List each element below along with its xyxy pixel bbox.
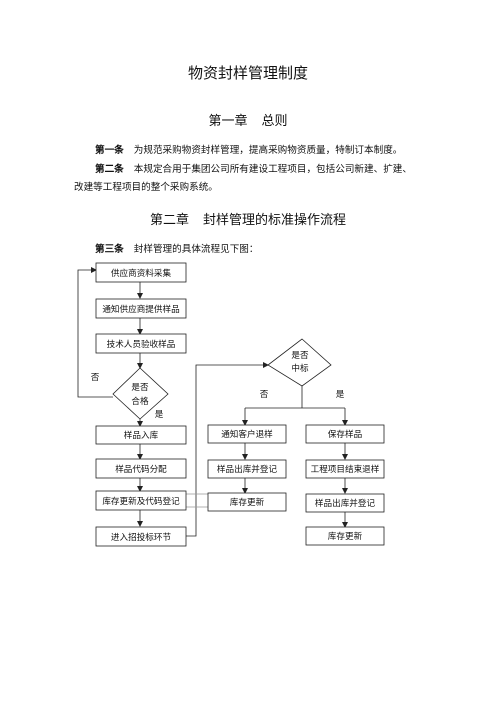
step-notify-supplier: 通知供应商提供样品: [95, 298, 187, 319]
label-yes-right: 是: [336, 389, 345, 400]
step-supplier-data: 供应商资料采集: [95, 262, 187, 283]
arrow-b7-d2: [186, 362, 269, 537]
article-2: 第二条本规定合用于集团公司所有建设工程项目，包括公司新建、扩建、: [95, 163, 412, 177]
step-notify-return: 通知客户退样: [207, 424, 287, 444]
arrow-no-loop: [77, 267, 113, 398]
step-outbound-register-left: 样品出库并登记: [207, 459, 287, 479]
step-project-end-return: 工程项目结束退样: [305, 459, 385, 479]
decision-qualified: 是否 合格: [112, 367, 169, 420]
step-bidding: 进入招投标环节: [95, 526, 187, 547]
step-keep-sample: 保存样品: [305, 424, 385, 444]
chapter-2-heading: 第二章封样管理的标准操作流程: [0, 209, 496, 228]
chapter-2-number: 第二章: [149, 213, 189, 228]
step-code-assignment: 样品代码分配: [95, 458, 187, 479]
step-inventory-update-register: 库存更新及代码登记: [95, 490, 187, 511]
step-code-assignment-label: 样品代码分配: [115, 463, 167, 475]
article-1: 第一条为规范采购物资封样管理，提高采购物资质量，特制订本制度。: [95, 144, 402, 158]
step-notify-return-label: 通知客户退样: [221, 428, 273, 440]
page-title: 物资封样管理制度: [187, 64, 308, 82]
article-2-line-1: 本规定合用于集团公司所有建设工程项目，包括公司新建、扩建、: [133, 164, 412, 175]
decision-win-bid: 是否 中标: [267, 338, 332, 387]
step-outbound-register-right-label: 样品出库并登记: [315, 497, 376, 509]
step-inventory-update-left: 库存更新: [207, 492, 287, 512]
step-inspect-sample: 技术人员验收样品: [95, 333, 187, 354]
step-inventory-update-right: 库存更新: [305, 526, 385, 546]
decision-qualified-line-2: 合格: [131, 395, 149, 407]
step-outbound-register-right: 样品出库并登记: [305, 493, 385, 513]
article-2-label: 第二条: [95, 164, 124, 175]
decision-qualified-line-1: 是否: [131, 382, 149, 393]
decision-win-bid-line-2: 中标: [291, 362, 309, 374]
step-outbound-register-left-label: 样品出库并登记: [217, 463, 278, 475]
step-sample-storage-label: 样品入库: [124, 429, 159, 441]
label-no-left: 否: [91, 372, 100, 383]
label-no-right: 否: [260, 389, 269, 400]
article-3: 第三条封样管理的具体流程见下图：: [95, 243, 259, 257]
step-inventory-update-right-label: 库存更新: [328, 530, 363, 542]
article-1-label: 第一条: [95, 145, 124, 156]
article-3-label: 第三条: [95, 244, 124, 255]
decision-win-bid-line-1: 是否: [291, 350, 309, 361]
step-notify-supplier-label: 通知供应商提供样品: [102, 303, 179, 315]
article-2-continued: 改建等工程项目的整个采购系统。: [74, 182, 218, 193]
step-inspect-sample-label: 技术人员验收样品: [107, 338, 176, 350]
step-sample-storage: 样品入库: [95, 425, 187, 445]
step-supplier-data-label: 供应商资料采集: [111, 267, 172, 279]
chapter-1-heading: 第一章总则: [0, 110, 496, 129]
label-yes-left: 是: [155, 409, 164, 420]
article-3-text: 封样管理的具体流程见下图：: [133, 244, 259, 255]
chapter-1-number: 第一章: [208, 114, 248, 129]
chapter-1-name: 总则: [261, 114, 288, 129]
step-project-end-return-label: 工程项目结束退样: [311, 463, 380, 475]
step-keep-sample-label: 保存样品: [328, 428, 362, 440]
step-inventory-update-register-label: 库存更新及代码登记: [102, 495, 180, 507]
chapter-2-name: 封样管理的标准操作流程: [203, 213, 347, 228]
article-1-text: 为规范采购物资封样管理，提高采购物资质量，特制订本制度。: [133, 145, 403, 156]
step-bidding-label: 进入招投标环节: [111, 531, 172, 543]
step-inventory-update-left-label: 库存更新: [230, 496, 265, 508]
